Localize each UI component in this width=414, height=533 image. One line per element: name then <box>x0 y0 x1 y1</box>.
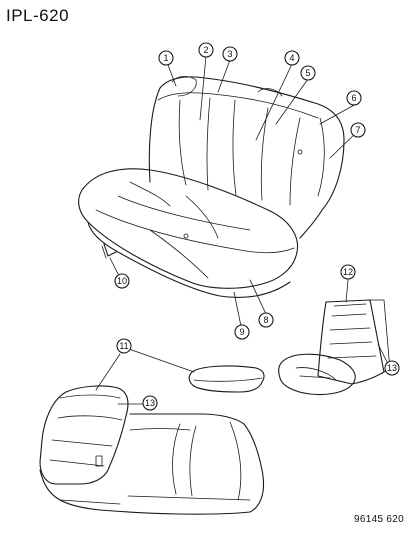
callout-1: 1 <box>158 50 174 66</box>
callout-6: 6 <box>346 90 362 106</box>
callout-7: 7 <box>350 122 366 138</box>
callout-8-label: 8 <box>263 315 268 325</box>
leader-lines <box>95 55 391 405</box>
callout-10: 10 <box>114 273 130 289</box>
callout-9-label: 9 <box>239 327 244 337</box>
callout-8: 8 <box>258 312 274 328</box>
callout-2: 2 <box>198 42 214 58</box>
seat-frame-panel <box>278 299 391 396</box>
callout-5-label: 5 <box>305 68 310 78</box>
seat-bracket <box>101 243 117 259</box>
folding-seat-back <box>39 385 265 515</box>
callout-12: 12 <box>340 264 356 280</box>
callout-11: 11 <box>116 338 132 354</box>
callout-10-label: 10 <box>117 276 127 286</box>
callout-7-label: 7 <box>355 125 360 135</box>
callout-13-back: 13 <box>142 395 158 411</box>
callout-6-label: 6 <box>351 93 356 103</box>
rear-bench-seat-assembly <box>78 76 345 299</box>
callout-1-label: 1 <box>163 53 168 63</box>
callout-5: 5 <box>300 65 316 81</box>
callout-13-back-label: 13 <box>145 398 155 408</box>
callout-12-label: 12 <box>343 267 353 277</box>
diagram-title: IPL-620 <box>6 6 70 25</box>
callout-4-label: 4 <box>289 53 294 63</box>
callout-11-label: 11 <box>119 341 128 351</box>
callout-13-frame: 13 <box>384 360 400 376</box>
callout-13-frame-label: 13 <box>387 363 397 373</box>
figure-code: 96145 620 <box>354 514 404 525</box>
callout-9: 9 <box>234 324 250 340</box>
cushion-pad <box>188 365 265 393</box>
callout-4: 4 <box>284 50 300 66</box>
callout-2-label: 2 <box>203 45 208 55</box>
callout-3: 3 <box>222 46 238 62</box>
callout-3-label: 3 <box>227 49 232 59</box>
